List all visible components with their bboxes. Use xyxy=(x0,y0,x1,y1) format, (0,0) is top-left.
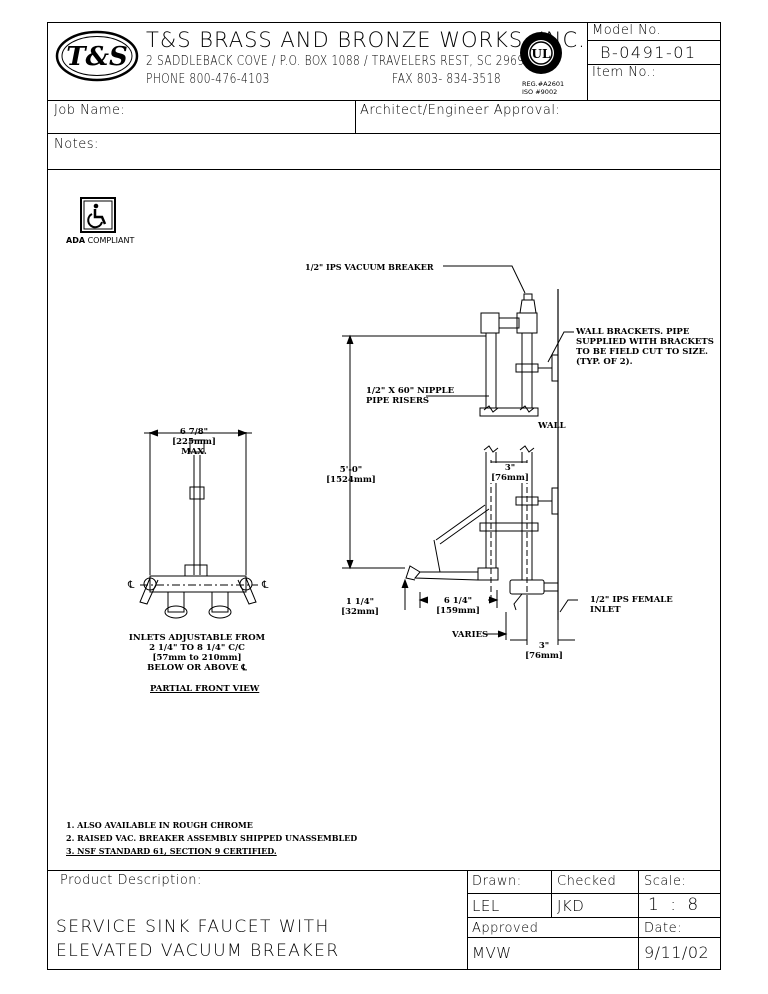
ada-compliant-label: ADA COMPLIANT xyxy=(66,236,135,245)
notes-bottom-line xyxy=(47,169,721,170)
company-phone: PHONE 800-476-4103 xyxy=(146,72,270,87)
spout-dimension: 6 1/4"[159mm] xyxy=(428,596,488,616)
drawn-value: LEL xyxy=(472,897,500,915)
product-description-line-2: ELEVATED VACUUM BREAKER xyxy=(56,941,340,961)
job-divider xyxy=(355,100,356,133)
svg-text:℄: ℄ xyxy=(127,580,135,591)
architect-approval-label: Architect/Engineer Approval: xyxy=(360,103,561,118)
wheelchair-icon xyxy=(80,197,116,233)
approved-value: MVW xyxy=(472,944,512,962)
tb-divider-3 xyxy=(638,870,639,970)
company-address: 2 SADDLEBACK COVE / P.O. BOX 1088 / TRAV… xyxy=(146,54,532,69)
title-block-top-line xyxy=(47,870,721,871)
tb-label-line-2 xyxy=(467,937,721,938)
footnote-2: 2. RAISED VAC. BREAKER ASSEMBLY SHIPPED … xyxy=(66,833,358,843)
date-value: 9/11/02 xyxy=(644,943,710,962)
tb-divider-1 xyxy=(467,870,468,970)
svg-text:℄: ℄ xyxy=(261,580,269,591)
header-bottom-line xyxy=(47,100,721,101)
job-bottom-line xyxy=(47,133,721,134)
iso-number: ISO #9002 xyxy=(522,88,558,96)
scale-value: 1 : 8 xyxy=(648,895,702,915)
approved-label: Approved xyxy=(472,921,539,936)
tb-middle-line xyxy=(467,917,721,918)
partial-front-view-label: PARTIAL FRONT VIEW xyxy=(150,684,260,694)
width-dimension: 6 7/8"[225mm]MAX. xyxy=(172,427,216,457)
model-no-label: Model No. xyxy=(592,23,662,38)
item-no-label: Item No.: xyxy=(592,65,657,80)
company-name: T&S BRASS AND BRONZE WORKS, INC. xyxy=(146,28,586,52)
logo-text: T&S xyxy=(66,42,128,72)
wall-label: WALL xyxy=(538,421,566,431)
reg-number: REG.#A2601 xyxy=(522,80,565,88)
company-fax: FAX 803- 834-3518 xyxy=(392,72,502,87)
product-description-line-1: SERVICE SINK FAUCET WITH xyxy=(56,917,330,937)
height-dimension: 5'-0"[1524mm] xyxy=(326,465,376,485)
footnote-3: 3. NSF STANDARD 61, SECTION 9 CERTIFIED. xyxy=(66,846,277,856)
model-box-divider xyxy=(587,22,588,100)
wall-offset-dimension: 3"[76mm] xyxy=(525,641,563,661)
date-label: Date: xyxy=(644,921,682,936)
bottom-dimension: 1 1/4"[32mm] xyxy=(341,597,379,617)
ts-logo: T&S xyxy=(55,30,139,82)
varies-label: VARIES xyxy=(452,630,489,640)
product-description-label: Product Description: xyxy=(60,873,202,888)
model-no-value: B-0491-01 xyxy=(600,43,697,62)
svg-text:UL: UL xyxy=(532,47,551,61)
model-value-line xyxy=(587,64,721,65)
scale-label: Scale: xyxy=(644,874,687,889)
ul-seal-icon: UL xyxy=(520,32,562,74)
tb-label-line xyxy=(467,893,721,894)
riser-gap-dimension: 3"[76mm] xyxy=(490,463,530,483)
notes-label: Notes: xyxy=(54,137,99,152)
job-name-label: Job Name: xyxy=(54,103,126,118)
checked-value: JKD xyxy=(557,897,585,915)
drawn-label: Drawn: xyxy=(472,874,522,889)
footnote-1: 1. ALSO AVAILABLE IN ROUGH CHROME xyxy=(66,820,253,830)
model-label-line xyxy=(587,40,721,41)
drawing-sheet xyxy=(47,22,721,970)
checked-label: Checked xyxy=(557,874,617,889)
vacuum-breaker-label: 1/2" IPS VACUUM BREAKER xyxy=(305,262,434,272)
